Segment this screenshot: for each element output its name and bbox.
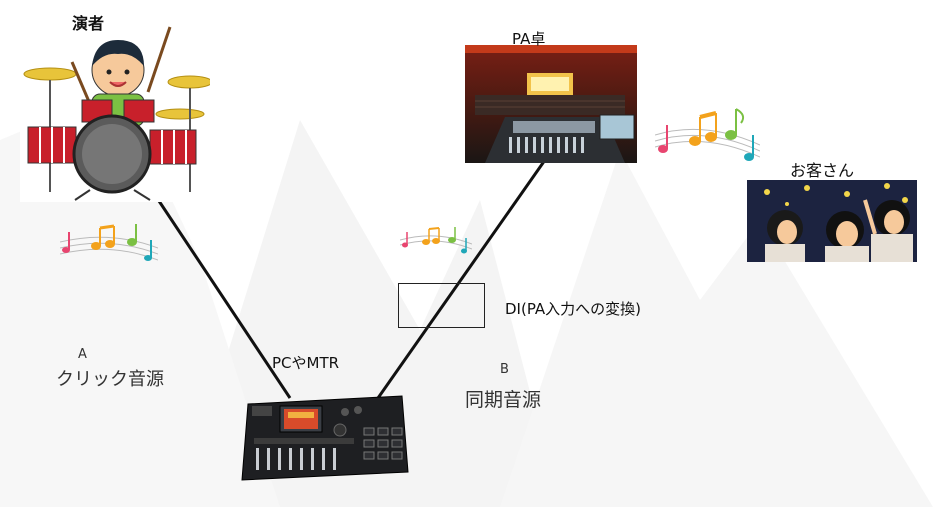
pa-desk-label: PA卓 <box>512 30 546 48</box>
source-a-letter: A <box>78 347 87 362</box>
di-label: DI(PA入力への変換) <box>505 300 642 318</box>
di-box <box>398 283 485 328</box>
source-b-letter: B <box>500 362 509 377</box>
audience-illustration <box>747 180 917 262</box>
music-notes-left-decoration <box>60 224 158 261</box>
music-notes-top-decoration <box>655 108 760 161</box>
mtr-device-image <box>241 395 409 481</box>
source-b-label: 同期音源 <box>465 389 542 411</box>
drummer-illustration <box>20 22 210 202</box>
pa-desk-photo <box>465 45 637 163</box>
performer-label: 演者 <box>72 14 105 33</box>
pc-mtr-label: PCやMTR <box>272 354 340 372</box>
music-notes-middle-decoration <box>400 227 472 254</box>
source-a-label: クリック音源 <box>56 369 164 390</box>
audience-label: お客さん <box>790 161 855 180</box>
